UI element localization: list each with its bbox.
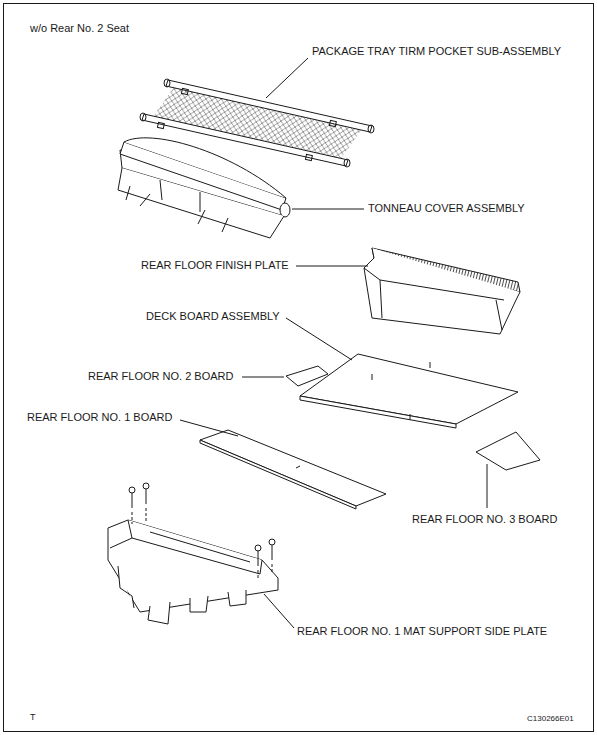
part-name: REAR FLOOR NO. 1 BOARD [27,411,172,424]
leader-line [242,377,284,378]
finish-plate [364,248,520,334]
part-name: DECK BOARD ASSEMBLY [146,310,280,323]
part-name: REAR FLOOR NO. 2 BOARD [88,370,233,383]
support-tray [108,483,278,624]
tonneau-cover [118,138,290,238]
leader-line [286,318,352,360]
part-name: PACKAGE TRAY TIRM POCKET SUB-ASSEMBLY [312,45,561,58]
screw [129,483,275,566]
leader-line [266,58,308,98]
figure-mark: T [30,711,36,724]
leader-line [180,420,238,436]
part-name: REAR FLOOR FINISH PLATE [141,259,289,272]
leader-line [487,464,488,508]
deck-board [300,354,518,428]
part-name: REAR FLOOR NO. 3 BOARD [412,513,557,526]
part-name: REAR FLOOR NO. 1 MAT SUPPORT SIDE PLATE [297,625,547,638]
note-text: w/o Rear No. 2 Seat [30,22,129,35]
leader-line [292,209,364,210]
figure-code: C130266E01 [527,712,574,725]
part-name: TONNEAU COVER ASSEMBLY [368,202,525,215]
long-board [200,430,386,509]
frame [4,4,594,732]
small-board [476,432,540,470]
leader-line [264,594,294,628]
leader-line [296,266,368,267]
small-board [286,366,328,386]
